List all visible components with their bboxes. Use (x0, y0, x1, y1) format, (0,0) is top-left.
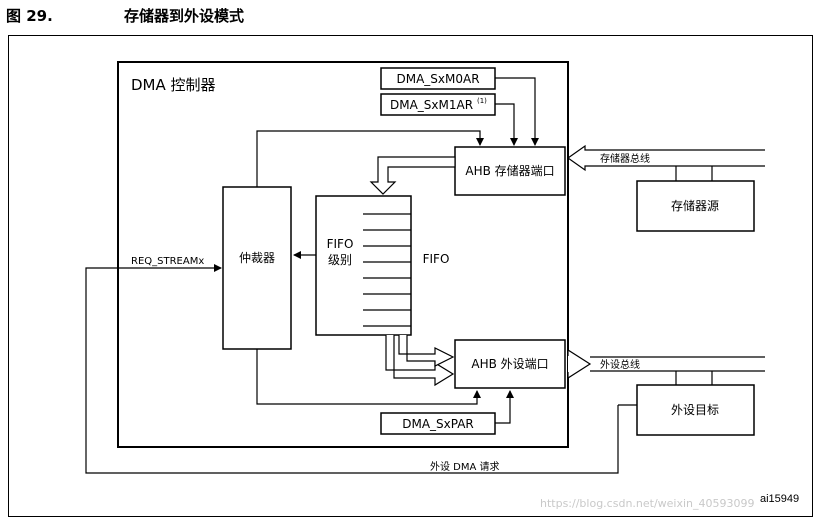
figure-frame (8, 35, 813, 517)
figure-number: 图 29. (6, 7, 53, 25)
fifo-level-lines (363, 213, 411, 327)
figure-title-bar: 图 29. 存储器到外设模式 (6, 5, 244, 26)
arbiter-label: 仲裁器 (239, 251, 275, 265)
peripheral-bus-label: 外设总线 (600, 358, 640, 371)
ahb-memory-port-label: AHB 存储器端口 (465, 163, 554, 178)
fifo-level-label-2: 级别 (328, 253, 352, 267)
memory-source-box (636, 180, 755, 232)
peripheral-target-box (636, 384, 755, 436)
fifo-level-label-1: FIFO (327, 237, 354, 251)
ahb-peripheral-port-box (454, 339, 566, 389)
dma-request-path (85, 264, 637, 474)
memory-source-label: 存储器源 (671, 198, 719, 213)
dma-controller-box (117, 61, 569, 448)
memory-bus-label: 存储器总线 (600, 152, 650, 165)
fifo-to-peripheral-arrow-inner (398, 335, 455, 367)
fifo-box (315, 195, 412, 336)
ahb-memory-port-box (454, 146, 566, 196)
register-arrows (495, 77, 539, 424)
peripheral-bus (567, 348, 765, 385)
memory-bus (566, 144, 765, 181)
peripheral-target-label: 外设目标 (671, 403, 719, 417)
arbiter-memory-path (256, 130, 484, 187)
fifo-to-peripheral-arrow-outer (385, 335, 455, 387)
figure-id: ai15949 (760, 493, 800, 505)
register-par-label: DMA_SxPAR (402, 417, 474, 431)
register-m1ar-footnote: (1) (477, 97, 487, 105)
figure-title: 存储器到外设模式 (124, 7, 245, 25)
register-m0ar-label: DMA_SxM0AR (396, 72, 479, 86)
ahb-peripheral-port-label: AHB 外设端口 (471, 357, 548, 371)
fifo-label: FIFO (423, 252, 450, 266)
arbiter-peripheral-path (256, 349, 481, 405)
watermark: https://blog.csdn.net/weixin_40593099 (540, 497, 755, 510)
dma-controller-label: DMA 控制器 (131, 76, 216, 94)
req-stream-label: REQ_STREAMx (131, 256, 204, 267)
register-m1ar-label: DMA_SxM1AR (390, 98, 473, 112)
arbiter-box (222, 186, 292, 350)
dma-request-label: 外设 DMA 请求 (430, 460, 500, 473)
memory-to-fifo-arrow (369, 156, 456, 195)
